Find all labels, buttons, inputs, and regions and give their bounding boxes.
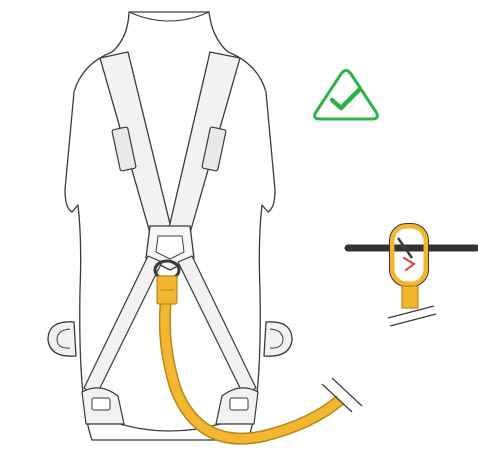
left-leg-buckle <box>92 398 110 410</box>
check-triangle-icon <box>315 71 378 120</box>
anchor-detail <box>348 224 476 327</box>
anchor-strap <box>402 286 418 308</box>
right-side-d-ring <box>264 322 292 356</box>
right-leg-buckle <box>230 398 248 410</box>
left-side-d-ring <box>48 322 76 356</box>
anchor-lock-indicator <box>404 258 414 270</box>
